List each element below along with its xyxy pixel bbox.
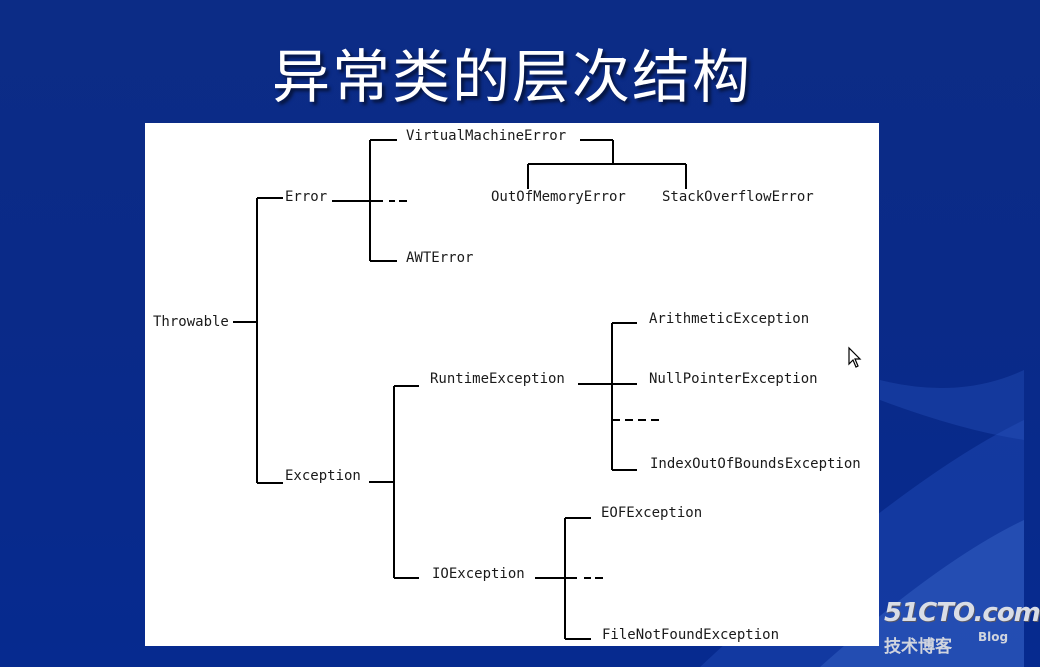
node-out-of-memory-error: OutOfMemoryError bbox=[491, 189, 626, 205]
node-stack-overflow-error: StackOverflowError bbox=[662, 189, 814, 205]
watermark-subtitle: 技术博客 bbox=[884, 637, 952, 657]
node-error: Error bbox=[285, 189, 328, 205]
node-awt-error: AWTError bbox=[406, 250, 474, 266]
site-watermark: 51CTO.com 技术博客 Blog bbox=[884, 598, 1040, 658]
node-exception: Exception bbox=[285, 468, 361, 484]
class-hierarchy-diagram: Throwable Error Exception VirtualMachine… bbox=[145, 123, 879, 646]
mouse-pointer-icon bbox=[848, 346, 862, 368]
node-index-out-of-bounds-exception: IndexOutOfBoundsException bbox=[650, 456, 861, 472]
node-throwable: Throwable bbox=[153, 314, 229, 330]
node-runtime-exception: RuntimeException bbox=[430, 371, 565, 387]
slide-title: 异常类的层次结构 bbox=[271, 43, 752, 111]
node-virtual-machine-error: VirtualMachineError bbox=[406, 128, 567, 144]
node-arithmetic-exception: ArithmeticException bbox=[649, 311, 810, 327]
watermark-logo-text: 51CTO.com bbox=[884, 598, 1040, 628]
node-file-not-found-exception: FileNotFoundException bbox=[602, 627, 780, 643]
node-null-pointer-exception: NullPointerException bbox=[649, 371, 818, 387]
node-eof-exception: EOFException bbox=[601, 505, 703, 521]
watermark-blog: Blog bbox=[978, 630, 1009, 644]
connector-lines bbox=[233, 139, 687, 640]
node-io-exception: IOException bbox=[432, 566, 525, 582]
